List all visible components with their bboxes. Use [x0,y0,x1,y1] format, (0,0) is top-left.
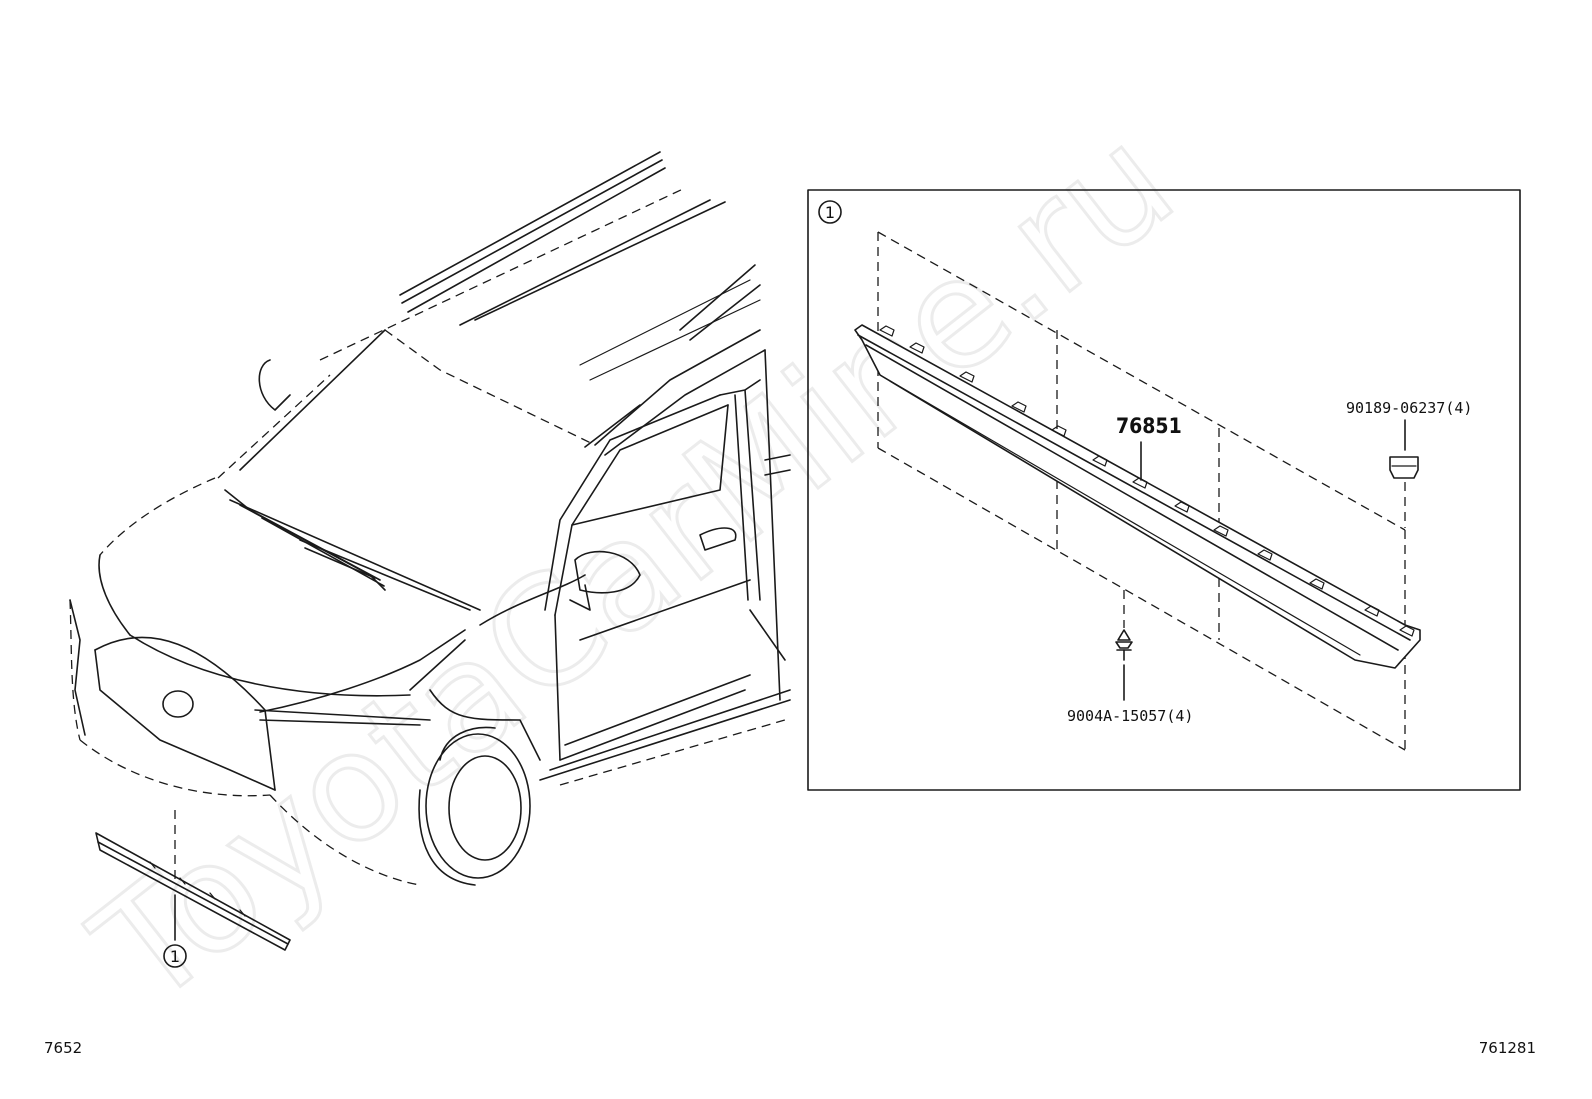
detail-box: 1 [807,189,1521,791]
footer-left-code: 7652 [44,1039,82,1057]
ref-number-box: 1 [825,203,835,222]
ref-callout-small: 1 [163,944,187,968]
ref-number: 1 [170,947,180,966]
footer-right-code: 761281 [1479,1039,1536,1057]
part-label-76851: 76851 [1116,414,1182,438]
ref-callout-box: 1 [818,200,842,224]
part-label-90189: 90189-06237(4) [1346,399,1472,417]
vehicle-illustration [69,151,791,951]
part-label-9004a: 9004A-15057(4) [1067,707,1193,725]
